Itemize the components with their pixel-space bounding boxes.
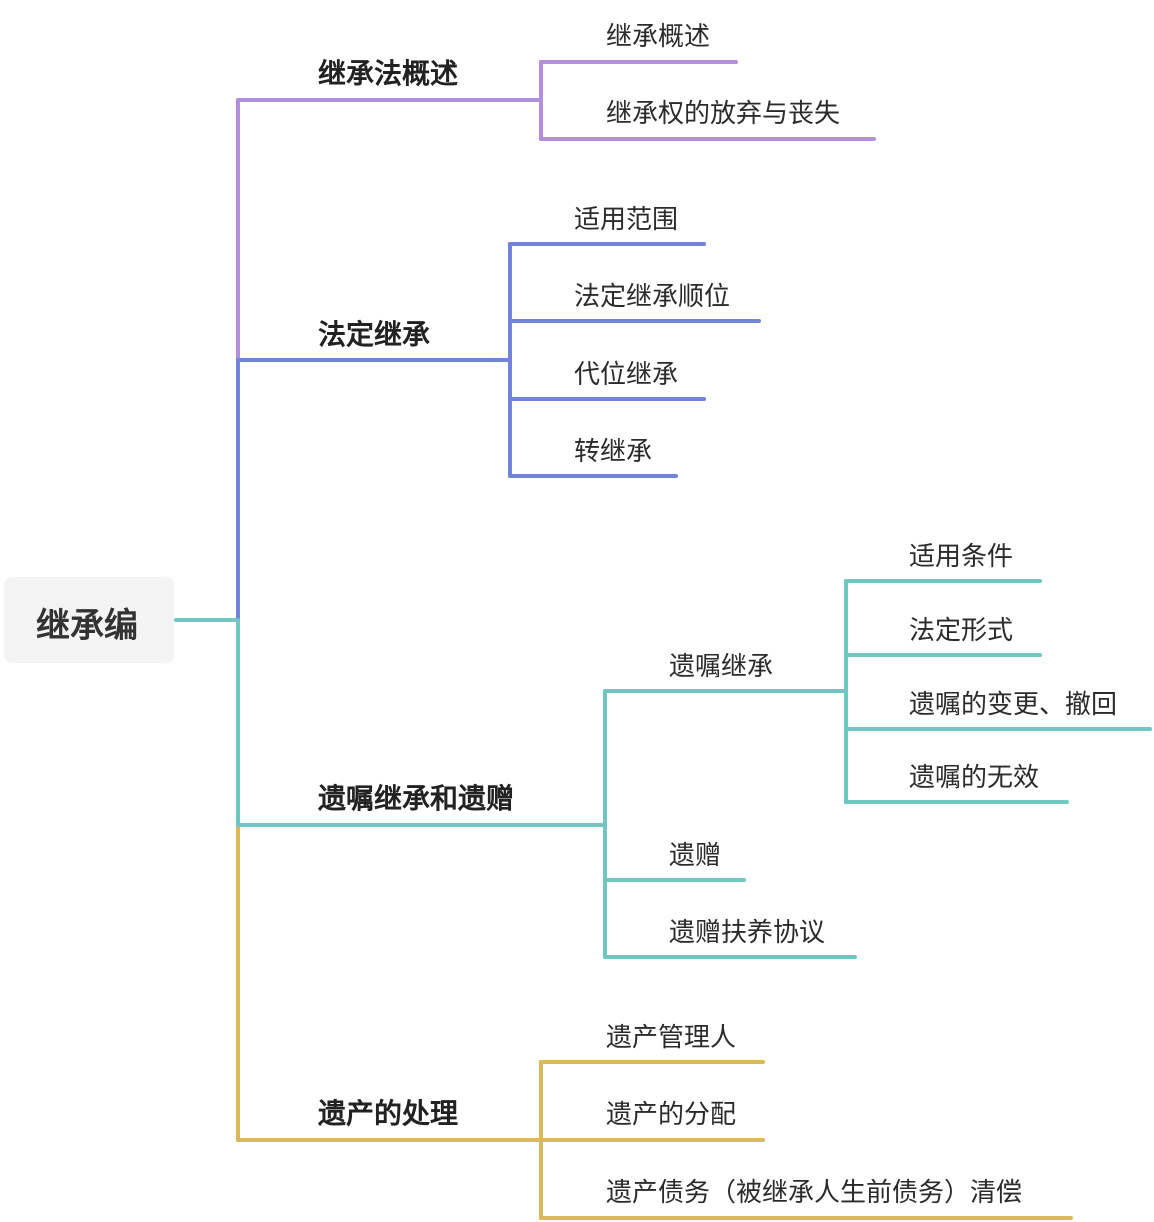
subbranch-node-3-1[interactable]: 遗嘱继承 (669, 652, 774, 682)
leaf-node-2-3[interactable]: 代位继承 (574, 360, 679, 390)
branch-node-2[interactable]: 法定继承 (318, 318, 431, 351)
leaf-node-3-1-2[interactable]: 法定形式 (909, 616, 1014, 646)
leaf-node-2-1[interactable]: 适用范围 (574, 205, 679, 235)
leaf-node-1-2[interactable]: 继承权的放弃与丧失 (606, 99, 841, 129)
root-node[interactable] (4, 577, 174, 663)
leaf-node-3-3[interactable]: 遗赠扶养协议 (669, 918, 826, 948)
leaf-node-4-2[interactable]: 遗产的分配 (606, 1100, 737, 1130)
leaf-node-2-4[interactable]: 转继承 (574, 437, 653, 467)
leaf-node-1-1[interactable]: 继承概述 (606, 22, 711, 52)
branch-node-3[interactable]: 遗嘱继承和遗赠 (318, 782, 515, 815)
leaf-node-3-1-4[interactable]: 遗嘱的无效 (909, 763, 1040, 793)
root-node-label: 继承编 (36, 606, 138, 646)
leaf-node-3-1-3[interactable]: 遗嘱的变更、撤回 (909, 690, 1118, 720)
leaf-node-4-1[interactable]: 遗产管理人 (606, 1023, 737, 1053)
leaf-node-3-1-1[interactable]: 适用条件 (909, 542, 1014, 572)
leaf-node-4-3[interactable]: 遗产债务（被继承人生前债务）清偿 (606, 1178, 1023, 1208)
leaf-node-2-2[interactable]: 法定继承顺位 (574, 282, 731, 312)
branch-node-1[interactable]: 继承法概述 (318, 57, 459, 90)
branch-node-4[interactable]: 遗产的处理 (318, 1097, 459, 1130)
leaf-node-3-2[interactable]: 遗赠 (669, 841, 722, 871)
